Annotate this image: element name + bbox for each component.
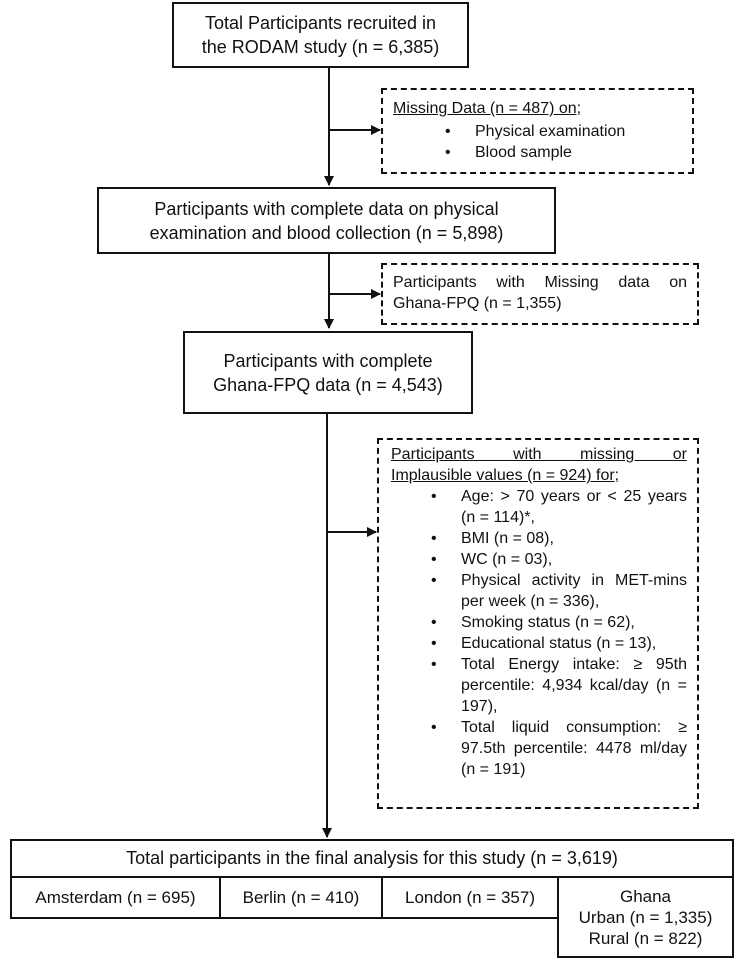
complete-fpq-line2: Ghana-FPQ data (n = 4,543) xyxy=(213,374,443,395)
site-ghana-rural: Rural (n = 822) xyxy=(588,928,703,948)
site-london: London (n = 357) xyxy=(381,876,559,919)
list-item: Total liquid consumption: ≥ 97.5th perce… xyxy=(431,717,687,780)
list-item: Physical activity in MET-mins per week (… xyxy=(431,570,687,612)
list-item: Blood sample xyxy=(445,142,682,163)
list-item: Total Energy intake: ≥ 95th percentile: … xyxy=(431,654,687,717)
final-analysis-box: Total participants in the final analysis… xyxy=(10,839,734,878)
implausible-values-box: Participants with missing or Implausible… xyxy=(377,438,699,809)
site-ghana: Ghana Urban (n = 1,335) Rural (n = 822) xyxy=(557,876,734,958)
list-item: BMI (n = 08), xyxy=(431,528,687,549)
complete-fpq-line1: Participants with complete xyxy=(223,350,433,371)
implausible-header-line1: Participants with missing or xyxy=(391,446,687,463)
list-item: Smoking status (n = 62), xyxy=(431,612,687,633)
complete-physical-box: Participants with complete data on physi… xyxy=(97,187,556,254)
recruited-box: Total Participants recruited in the RODA… xyxy=(172,2,469,68)
missing-fpq-line2: Ghana-FPQ (n = 1,355) xyxy=(393,295,562,312)
site-berlin-label: Berlin (n = 410) xyxy=(242,887,360,907)
list-item: Educational status (n = 13), xyxy=(431,633,687,654)
list-item: Age: > 70 years or < 25 years (n = 114)*… xyxy=(431,486,687,528)
complete-physical-line2: examination and blood collection (n = 5,… xyxy=(149,222,504,243)
missing-fpq-box: Participants with Missing data on Ghana-… xyxy=(381,263,699,325)
site-berlin: Berlin (n = 410) xyxy=(219,876,383,919)
site-amsterdam: Amsterdam (n = 695) xyxy=(10,876,221,919)
missing-data-box: Missing Data (n = 487) on; Physical exam… xyxy=(381,88,694,174)
complete-fpq-box: Participants with complete Ghana-FPQ dat… xyxy=(183,331,473,414)
implausible-list: Age: > 70 years or < 25 years (n = 114)*… xyxy=(391,486,687,780)
site-amsterdam-label: Amsterdam (n = 695) xyxy=(35,887,196,907)
complete-physical-line1: Participants with complete data on physi… xyxy=(154,198,499,219)
list-item: WC (n = 03), xyxy=(431,549,687,570)
recruited-line2: the RODAM study (n = 6,385) xyxy=(201,37,440,57)
recruited-line1: Total Participants recruited in xyxy=(204,13,437,33)
implausible-header-line2: Implausible values (n = 924) for; xyxy=(391,467,620,484)
missing-data-list: Physical examination Blood sample xyxy=(393,121,682,163)
site-ghana-urban: Urban (n = 1,335) xyxy=(578,907,713,927)
list-item: Physical examination xyxy=(445,121,682,142)
missing-fpq-line1: Participants with Missing data on xyxy=(393,274,687,291)
final-analysis-title: Total participants in the final analysis… xyxy=(126,848,618,868)
missing-data-header: Missing Data (n = 487) on; xyxy=(393,100,582,117)
site-london-label: London (n = 357) xyxy=(405,887,535,907)
site-ghana-title: Ghana xyxy=(619,886,672,906)
